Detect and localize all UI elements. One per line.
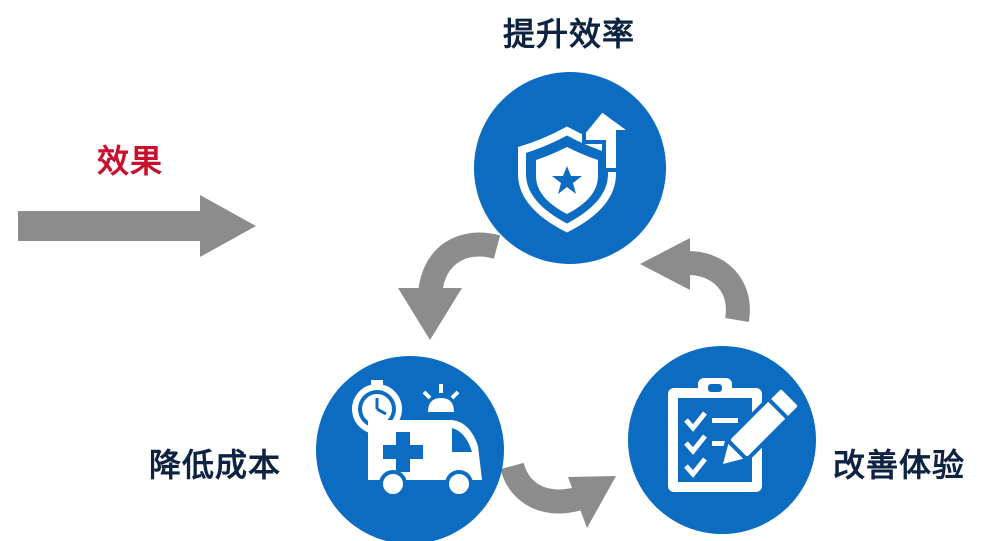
node-label-cost: 降低成本 [149,446,282,484]
cycle-arrow-right-to-top [640,238,750,322]
cycle-arrow-left-to-right [500,462,616,528]
node-label-efficiency: 提升效率 [503,15,636,53]
node-cost [316,356,504,541]
node-experience [628,346,816,534]
diagram-title: 效果 [97,142,164,180]
cycle-arrow-top-to-left [398,232,501,340]
clipboard-checklist-pencil-icon [668,378,802,492]
ambulance-clock-icon [352,380,482,498]
node-label-experience: 改善体验 [833,446,966,484]
effect-arrow [18,195,256,257]
node-efficiency [474,72,666,264]
shield-upgrade-icon [518,107,639,233]
